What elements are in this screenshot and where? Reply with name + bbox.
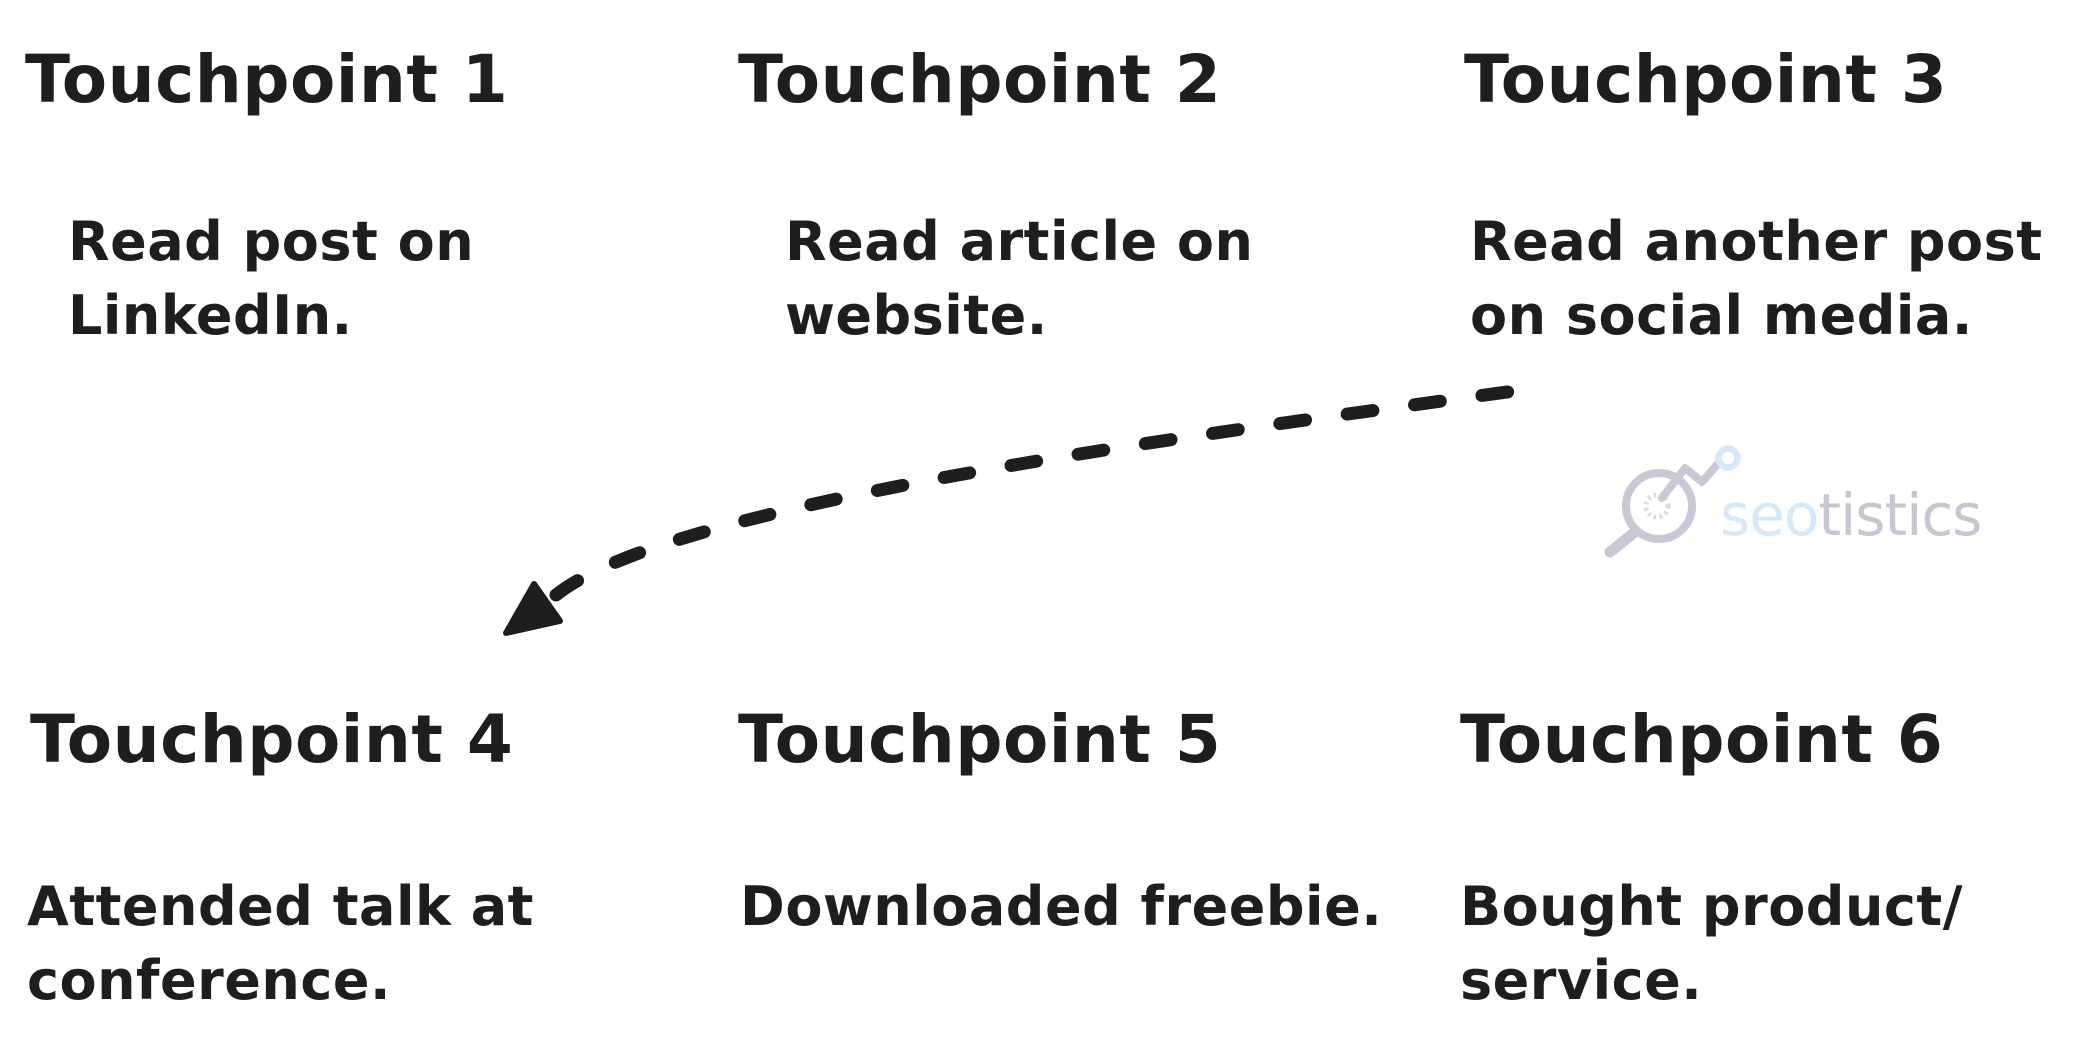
touchpoint-1-title: Touchpoint 1 xyxy=(25,41,509,118)
trendline-end-dot xyxy=(1715,445,1741,471)
magnifier-handle xyxy=(1604,526,1641,558)
touchpoint-2-title: Touchpoint 2 xyxy=(738,41,1222,118)
touchpoint-1-description: Read post on LinkedIn. xyxy=(68,210,475,347)
magnifier-trendline-icon xyxy=(1604,445,1741,558)
touchpoint-3-title: Touchpoint 3 xyxy=(1464,41,1948,118)
magnifier-lens xyxy=(1622,469,1696,543)
arrowhead-icon xyxy=(503,581,563,636)
touchpoint-5-title: Touchpoint 5 xyxy=(738,701,1222,778)
touchpoint-3-description: Read another post on social media. xyxy=(1470,210,2043,347)
touchpoint-2-description: Read article on website. xyxy=(785,210,1254,347)
touchpoint-4-description: Attended talk at conference. xyxy=(27,875,534,1012)
brand-seo: seo xyxy=(1720,481,1818,549)
dotted-inner-circle xyxy=(1643,492,1671,520)
brand-tistics: tistics xyxy=(1818,481,1981,549)
touchpoint-6-title: Touchpoint 6 xyxy=(1460,701,1944,778)
watermark-brand-text: seotistics xyxy=(1720,481,1981,549)
trendline xyxy=(1658,454,1727,502)
watermark-logo: seotistics xyxy=(1604,445,1982,558)
touchpoint-5-description: Downloaded freebie. xyxy=(740,875,1383,938)
dashed-arrow-line xyxy=(549,381,1543,602)
touchpoint-4-title: Touchpoint 4 xyxy=(30,701,514,778)
touchpoint-6-description: Bought product/ service. xyxy=(1460,875,1963,1012)
